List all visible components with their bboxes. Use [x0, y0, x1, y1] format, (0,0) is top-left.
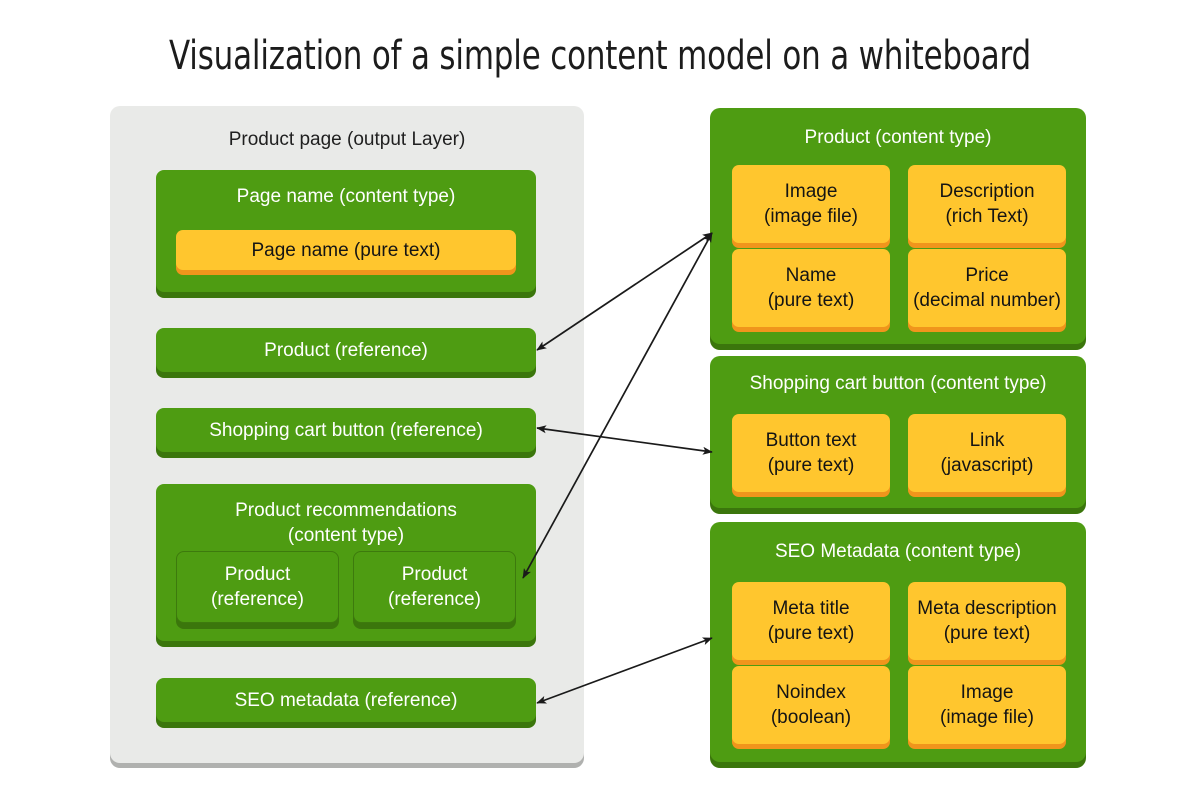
seo-field-noindex[interactable]: Noindex (boolean): [732, 666, 890, 744]
seo-field-meta-description-line1: Meta description: [917, 598, 1057, 619]
shopping-cart-field-button-text[interactable]: Button text (pure text): [732, 414, 890, 492]
seo-field-meta-title[interactable]: Meta title (pure text): [732, 582, 890, 660]
product-field-description-line1: Description: [939, 181, 1035, 202]
product-reference-label: Product (reference): [264, 339, 428, 361]
seo-field-noindex-line1: Noindex: [776, 682, 846, 703]
product-field-price-line1: Price: [965, 265, 1009, 286]
recommendation-product-reference-2[interactable]: Product (reference): [353, 551, 516, 623]
product-field-image[interactable]: Image (image file): [732, 165, 890, 243]
seo-field-meta-title-line2: (pure text): [767, 623, 855, 644]
product-field-description-line2: (rich Text): [945, 206, 1029, 227]
shopping-cart-button-content-type-heading: Shopping cart button (content type): [749, 373, 1047, 394]
product-reference-block[interactable]: Product (reference): [156, 328, 536, 372]
product-field-name[interactable]: Name (pure text): [732, 249, 890, 327]
seo-field-meta-description[interactable]: Meta description (pure text): [908, 582, 1066, 660]
shopping-cart-field-link-line2: (javascript): [940, 455, 1034, 476]
page-name-content-type-label: Page name (content type): [236, 186, 456, 207]
seo-field-image-line2: (image file): [940, 707, 1034, 728]
seo-field-image[interactable]: Image (image file): [908, 666, 1066, 744]
seo-metadata-reference-label: SEO metadata (reference): [234, 689, 458, 711]
product-field-name-line1: Name: [785, 265, 837, 286]
seo-field-meta-title-line1: Meta title: [772, 598, 850, 619]
recommendation-product-reference-1[interactable]: Product (reference): [176, 551, 339, 623]
output-layer-heading: Product page (output Layer): [228, 129, 466, 150]
page-name-pure-text-field[interactable]: Page name (pure text): [176, 230, 516, 270]
page-name-pure-text-label: Page name (pure text): [251, 239, 441, 261]
product-field-image-line1: Image: [784, 181, 838, 202]
seo-field-meta-description-line2: (pure text): [943, 623, 1031, 644]
shopping-cart-field-link[interactable]: Link (javascript): [908, 414, 1066, 492]
page-title: Visualization of a simple content model …: [169, 33, 1031, 79]
shopping-cart-button-reference-block[interactable]: Shopping cart button (reference): [156, 408, 536, 452]
product-field-image-line2: (image file): [764, 206, 858, 227]
product-field-price-line2: (decimal number): [913, 290, 1061, 311]
recommendation-product-reference-1-line2: (reference): [211, 589, 304, 610]
recommendation-product-reference-1-line1: Product: [224, 564, 291, 585]
seo-field-noindex-line2: (boolean): [770, 707, 852, 728]
product-field-description[interactable]: Description (rich Text): [908, 165, 1066, 243]
product-content-type-heading: Product (content type): [804, 127, 992, 148]
seo-field-image-line1: Image: [960, 682, 1014, 703]
shopping-cart-field-link-line1: Link: [969, 430, 1005, 451]
product-recommendations-heading-line2: (content type): [287, 525, 405, 546]
recommendation-product-reference-2-line1: Product: [401, 564, 468, 585]
seo-metadata-content-type-heading: SEO Metadata (content type): [774, 541, 1022, 562]
product-field-name-line2: (pure text): [767, 290, 855, 311]
shopping-cart-field-button-text-line2: (pure text): [767, 455, 855, 476]
recommendation-product-reference-2-line2: (reference): [388, 589, 481, 610]
product-field-price[interactable]: Price (decimal number): [908, 249, 1066, 327]
product-recommendations-heading-line1: Product recommendations: [235, 500, 457, 521]
shopping-cart-button-reference-label: Shopping cart button (reference): [209, 419, 483, 441]
seo-metadata-reference-block[interactable]: SEO metadata (reference): [156, 678, 536, 722]
shopping-cart-field-button-text-line1: Button text: [765, 430, 857, 451]
